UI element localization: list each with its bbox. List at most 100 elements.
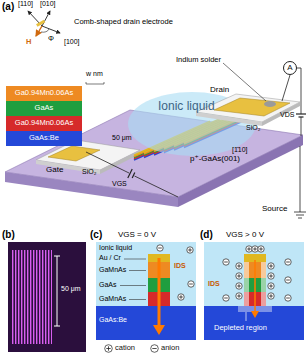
cation-symbol [252, 246, 258, 252]
region-label: Depleted region [214, 324, 267, 332]
node-text: A [287, 64, 292, 73]
anion-symbol [286, 262, 290, 263]
current-label: IDS [208, 280, 220, 288]
panel-letter: (d) [200, 229, 213, 240]
node-text: GaAs:Be [29, 134, 59, 142]
layer-band: Ga0.94Mn0.06As [6, 116, 82, 131]
layer-label: GaAs [99, 281, 117, 289]
cation-symbol [271, 294, 272, 298]
cation-symbol [239, 264, 240, 268]
substrate-slab [5, 172, 178, 207]
circuit-wire [296, 113, 306, 114]
anion-symbol [223, 259, 229, 265]
electrode-label: Gate [46, 166, 63, 175]
circuit-wire [132, 173, 135, 178]
material-label: Ionic liquid [158, 100, 215, 113]
crystal-axes [36, 20, 45, 27]
panel-letter: (c) [90, 229, 102, 240]
callout-text: Indium solder [176, 56, 221, 64]
cation-symbol [268, 283, 274, 289]
material-label: p⁺-GaAs(001) [190, 155, 240, 164]
cation-symbol [268, 263, 274, 269]
crystal-axes [42, 26, 60, 33]
cross-section-off [153, 325, 165, 335]
cross-section-on [246, 312, 247, 321]
circuit-wire [128, 169, 132, 178]
drain-pad [264, 101, 276, 107]
gate-pad [48, 146, 100, 161]
layer-label: GaMnAs [99, 266, 126, 274]
micrograph [8, 242, 86, 352]
cation-symbol [187, 247, 193, 253]
cation-symbol [236, 283, 242, 289]
cation-symbol [271, 274, 272, 278]
anion-symbol [189, 284, 193, 285]
axis-label: [100] [64, 38, 80, 46]
cation-symbol [236, 293, 242, 299]
layer-label: Au / Cr [99, 254, 121, 262]
node-text: GaAs [35, 104, 54, 112]
cation-symbol [271, 284, 272, 288]
signal-label: VDS [280, 111, 294, 119]
anion-symbol [157, 245, 163, 251]
anion-symbol [286, 280, 290, 281]
dimension-label: 50 μm [112, 134, 132, 142]
circuit-wire [223, 63, 266, 101]
node-text: Ga0.94Mn0.06As [15, 89, 73, 97]
cross-section-off [96, 306, 196, 340]
cross-section-on [204, 306, 304, 340]
scale-label: 50 μm [61, 285, 81, 293]
cation-symbol [236, 263, 242, 269]
cation-symbol [236, 293, 242, 299]
legend-entry: anion [150, 344, 179, 353]
cation-symbol [246, 246, 252, 252]
circuit-wire [86, 63, 306, 218]
legend-symbol [150, 344, 159, 353]
layer-band: GaAs:Be [6, 131, 82, 146]
cross-section-on [254, 260, 256, 312]
anion-symbol [223, 259, 229, 265]
axis-label: [1̄10] [232, 146, 248, 154]
material-label: SiO₂ [82, 168, 96, 176]
electrode-label: Drain [210, 86, 229, 95]
legend-text: anion [161, 344, 179, 352]
cation-symbol [258, 246, 264, 252]
circuit-wire [135, 176, 179, 197]
cation-symbol [268, 263, 274, 269]
material-label: SiO₂ [246, 124, 260, 132]
anion-symbol [223, 295, 229, 301]
cation-symbol [246, 246, 252, 252]
signal-label: VGS [112, 180, 127, 188]
cation-symbol [252, 246, 258, 252]
cross-section-off [96, 242, 196, 306]
ammeter-circle: A [283, 61, 297, 75]
anion-symbol [157, 245, 163, 251]
cation-symbol [268, 283, 274, 289]
micrograph [54, 256, 60, 326]
layer-label: GaAs:Be [99, 316, 127, 324]
callout-text: Comb-shaped drain electrode [74, 18, 173, 26]
cation-symbol [268, 273, 274, 279]
anion-symbol [285, 295, 291, 301]
circuit-wire [301, 117, 302, 136]
cation-symbol [258, 246, 264, 252]
cross-section-off [96, 242, 196, 340]
current-label: IDS [174, 262, 186, 270]
anion-symbol [285, 295, 291, 301]
anion-symbol [285, 259, 291, 265]
layer-band: Ga0.94Mn0.06As [6, 86, 82, 101]
cross-section-on [204, 242, 304, 340]
cation-symbol [239, 274, 240, 278]
anion-symbol [285, 277, 291, 283]
cross-section-on [244, 262, 249, 306]
anion-symbol [158, 248, 162, 249]
anion-symbol [286, 298, 290, 299]
crystal-axes [42, 11, 50, 26]
anion-symbol [188, 281, 194, 287]
cation-symbol [236, 283, 242, 289]
circuit-wire [297, 68, 301, 114]
micrograph [12, 250, 52, 344]
crystal-axes [28, 11, 60, 36]
